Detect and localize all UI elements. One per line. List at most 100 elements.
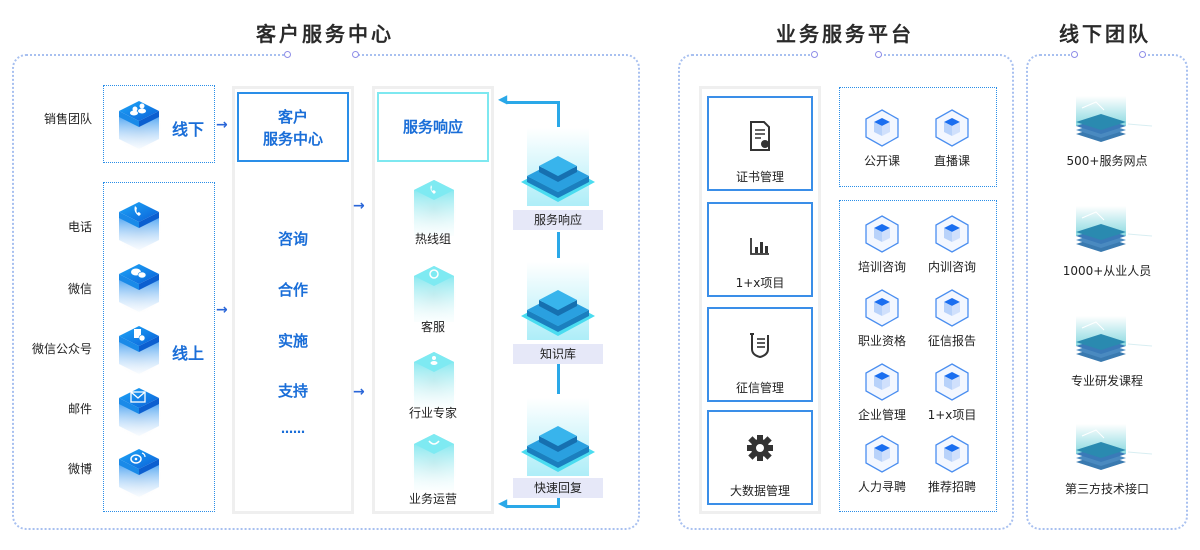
gear-icon [747,435,773,461]
service-item[interactable]: 企业管理 [847,362,917,423]
flow-line [557,232,560,258]
cube-icon [865,215,899,253]
channel-label-sales-team: 销售团队 [43,112,92,126]
management-card-big-data[interactable]: 大数据管理 [707,410,813,505]
mail-icon [117,388,161,438]
service-item-implement[interactable]: 实施 [277,332,308,350]
flow-label-quick-reply: 快速回复 [513,478,603,498]
offline-channel-group [103,85,215,163]
service-item-consult[interactable]: 咨询 [277,230,308,248]
service-label: 企业管理 [857,408,906,422]
course-item-open-class[interactable]: 公开课 [847,108,917,169]
phone-icon [117,202,161,252]
handshake-icon [412,432,456,492]
course-label: 直播课 [933,154,970,168]
service-item[interactable]: 征信报告 [917,288,987,349]
cube-icon [935,435,969,473]
flow-line [506,505,560,508]
management-label-1x-project: 1+x项目 [735,276,785,290]
flow-line [557,101,560,127]
service-item-cooperate[interactable]: 合作 [277,281,308,299]
arrow-right-icon: → [216,302,228,318]
service-label: 1+x项目 [927,408,977,422]
bar-chart-icon [750,238,769,255]
management-card-credit[interactable]: 征信管理 [707,307,813,402]
offline-team-item: 500+服务网点 [1032,96,1182,169]
management-card-1x-project[interactable]: 1+x项目 [707,202,813,297]
service-center-header-line1: 客户 [277,108,308,126]
online-channel-group [103,182,215,512]
service-center-header-line2: 服务中心 [262,130,323,148]
service-item[interactable]: 人力寻聘 [847,434,917,495]
channel-label-wechat: 微信 [67,282,92,296]
frame-ring [284,51,291,58]
offline-team-item: 专业研发课程 [1032,316,1182,389]
management-label-credit: 征信管理 [735,381,784,395]
phone-icon [412,178,456,238]
layered-stack-icon [1076,206,1153,252]
management-card-certificate[interactable]: 证书管理 [707,96,813,191]
service-item-more: …… [281,422,305,436]
wechat-icon [117,264,161,314]
headset-icon [412,264,456,324]
frame-ring [875,51,882,58]
channel-label-phone: 电话 [67,220,92,234]
course-item-live-class[interactable]: 直播课 [917,108,987,169]
cube-icon [865,109,899,147]
service-item[interactable]: 推荐招聘 [917,434,987,495]
service-label: 内训咨询 [927,260,976,274]
flow-label-knowledge-base: 知识库 [513,344,603,364]
quick-reply-stack-icon [521,398,595,476]
certificate-icon [750,121,770,151]
service-item[interactable]: 培训咨询 [847,214,917,275]
frame-ring [1139,51,1146,58]
people-icon [117,101,161,151]
service-item[interactable]: 1+x项目 [917,362,987,423]
cube-icon [935,215,969,253]
service-item[interactable]: 职业资格 [847,288,917,349]
weibo-icon [117,449,161,499]
frame-ring [1071,51,1078,58]
cube-icon [935,363,969,401]
section-title-offline-team: 线下团队 [1059,22,1151,46]
service-item[interactable]: 内训咨询 [917,214,987,275]
cube-icon [935,109,969,147]
team-label-operations: 业务运营 [408,492,457,506]
service-label: 推荐招聘 [927,480,976,494]
flow-line [557,498,560,508]
arrow-right-icon: → [353,198,365,214]
service-label: 职业资格 [857,334,906,348]
frame-ring [352,51,359,58]
offline-team-label: 专业研发课程 [1070,374,1143,388]
cube-icon [865,289,899,327]
offline-team-item: 第三方技术接口 [1032,424,1182,497]
offline-team-label: 500+服务网点 [1066,154,1148,168]
layered-stack-icon [1076,96,1153,142]
service-response-header: 服务响应 [377,92,489,162]
arrow-right-icon: → [353,384,365,400]
service-item-support[interactable]: 支持 [277,382,308,400]
online-group-label: 线上 [172,344,205,363]
flow-line [506,101,560,104]
offline-team-label: 第三方技术接口 [1064,482,1149,496]
team-label-industry-expert: 行业专家 [408,406,457,420]
courses-group [839,87,997,187]
offline-group-label: 线下 [172,120,205,139]
arrow-left-icon: ◀ [498,496,508,510]
channel-label-mail: 邮件 [67,402,92,416]
arrow-right-icon: → [216,117,228,133]
channel-label-official-account: 微信公众号 [31,342,92,356]
team-label-customer-service: 客服 [420,320,445,334]
team-label-hotline: 热线组 [414,232,451,246]
service-label: 征信报告 [927,334,976,348]
layered-stack-icon [1076,316,1153,362]
service-response-stack-icon [521,128,595,206]
section-title-customer-center: 客户服务中心 [256,22,394,46]
expert-icon [412,350,456,410]
cube-icon [865,435,899,473]
offline-team-item: 1000+从业人员 [1032,206,1182,279]
cube-icon [935,289,969,327]
layered-stack-icon [1076,424,1153,470]
flow-label-service-response: 服务响应 [513,210,603,230]
flow-line [557,364,560,394]
